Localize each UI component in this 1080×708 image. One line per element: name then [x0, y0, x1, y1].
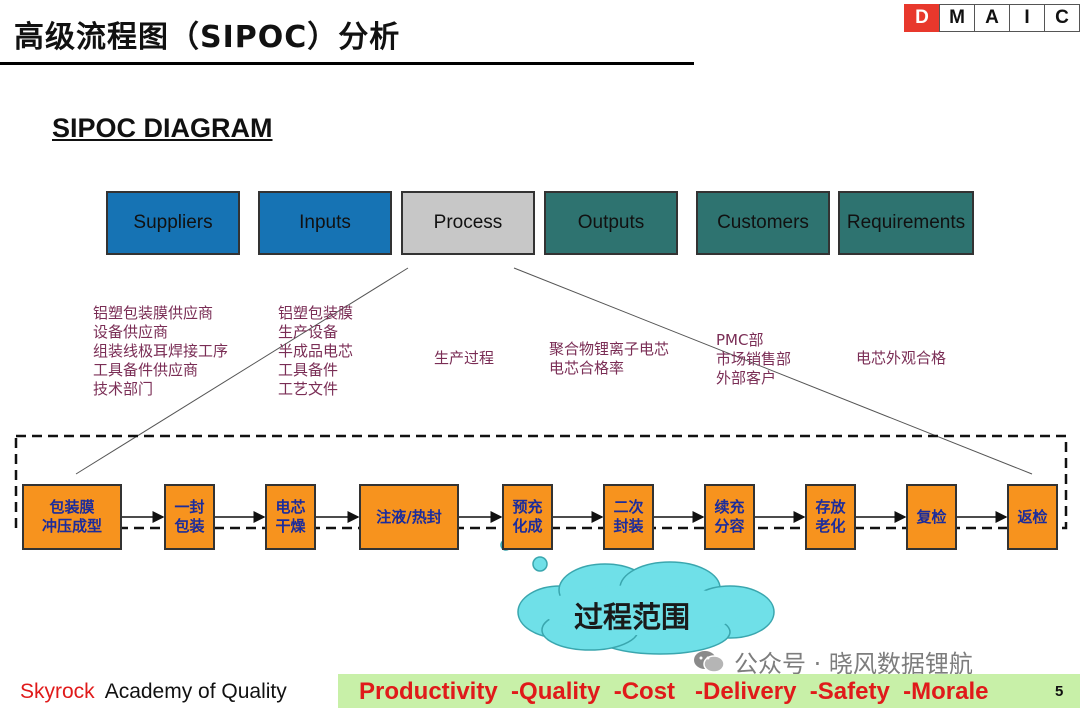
list-item: 生产过程	[434, 349, 495, 367]
process-step: 返检	[1007, 484, 1058, 550]
list-item: 聚合物锂离子电芯	[549, 340, 670, 358]
list-item: 市场销售部	[716, 350, 792, 368]
process-step: 电芯干燥	[265, 484, 316, 550]
header-requirements: Requirements	[838, 191, 974, 255]
process-step: 预充化成	[502, 484, 553, 550]
inputs-list: 铝塑包装膜 生产设备 半成品电芯 工具备件 工艺文件	[278, 304, 353, 399]
watermark-text: 公众号 · 晓风数据锂航	[734, 650, 973, 678]
header-process: Process	[401, 191, 535, 255]
list-item: 铝塑包装膜供应商	[93, 304, 214, 322]
page-title: 高级流程图（SIPOC）分析	[14, 20, 401, 55]
step-line-2: 分容	[714, 517, 745, 535]
process-zoom-line-left	[75, 267, 409, 475]
step-line-1: 复检	[916, 507, 947, 526]
process-step: 复检	[906, 484, 957, 550]
header-outputs: Outputs	[544, 191, 678, 255]
list-item: 电芯合格率	[549, 359, 625, 377]
page-number: 5	[1055, 683, 1064, 700]
step-line-1: 预充	[512, 498, 543, 516]
footer-bar	[338, 674, 1080, 708]
footer-brand: Skyrock Academy of Quality	[20, 680, 287, 704]
step-line-1: 包装膜	[49, 498, 95, 516]
process-step: 存放老化	[805, 484, 856, 550]
header-suppliers: Suppliers	[106, 191, 240, 255]
customers-list: PMC部 市场销售部 外部客户	[716, 331, 791, 388]
step-line-1: 续充	[714, 498, 745, 516]
list-item: 组装线极耳焊接工序	[93, 342, 229, 360]
step-line-1: 存放	[815, 498, 846, 516]
step-line-2: 化成	[512, 517, 543, 535]
list-item: PMC部	[716, 331, 764, 349]
dmaic-indicator: D M A I C	[904, 4, 1080, 32]
list-item: 工艺文件	[278, 380, 339, 398]
list-item: 设备供应商	[93, 323, 169, 341]
step-line-2: 老化	[815, 517, 846, 535]
step-line-1: 一封	[174, 498, 205, 516]
dmaic-c: C	[1044, 4, 1080, 32]
list-item: 工具备件供应商	[93, 361, 199, 379]
step-line-1: 二次	[613, 498, 644, 516]
header-customers: Customers	[696, 191, 830, 255]
list-item: 生产设备	[278, 323, 339, 341]
diagram-subtitle: SIPOC DIAGRAM	[52, 113, 273, 143]
list-item: 半成品电芯	[278, 342, 354, 360]
process-step: 注液/热封	[359, 484, 459, 550]
list-item: 技术部门	[93, 380, 154, 398]
academy-name: Academy of Quality	[104, 680, 287, 703]
process-zoom-line-right	[513, 267, 1033, 475]
step-line-2: 冲压成型	[41, 517, 102, 535]
brand-name: Skyrock	[20, 680, 95, 703]
process-step: 续充分容	[704, 484, 755, 550]
process-list: 生产过程	[434, 349, 494, 368]
title-underline	[0, 62, 694, 65]
outputs-list: 聚合物锂离子电芯 电芯合格率	[549, 340, 669, 378]
cloud-core	[542, 585, 742, 635]
footer-tagline: Productivity -Quality -Cost -Delivery -S…	[359, 678, 989, 705]
watermark: 公众号 · 晓风数据锂航	[692, 644, 973, 679]
list-item: 外部客户	[716, 369, 777, 387]
cloud-label: 过程范围	[574, 600, 691, 634]
list-item: 铝塑包装膜	[278, 304, 354, 322]
requirements-list: 电芯外观合格	[856, 349, 946, 368]
list-item: 电芯外观合格	[856, 349, 947, 367]
step-line-1: 返检	[1017, 507, 1048, 526]
step-line-2: 封装	[613, 517, 644, 535]
process-step: 二次封装	[603, 484, 654, 550]
cloud-bubble	[532, 556, 548, 572]
process-step: 包装膜冲压成型	[22, 484, 122, 550]
wechat-icon	[694, 650, 725, 673]
step-line-1: 注液/热封	[376, 507, 442, 526]
dmaic-d: D	[904, 4, 940, 32]
suppliers-list: 铝塑包装膜供应商 设备供应商 组装线极耳焊接工序 工具备件供应商 技术部门	[93, 304, 228, 399]
step-line-1: 电芯	[275, 498, 306, 516]
process-step: 一封包装	[164, 484, 215, 550]
dmaic-a: A	[974, 4, 1010, 32]
header-inputs: Inputs	[258, 191, 392, 255]
step-line-2: 干燥	[275, 517, 306, 535]
step-line-2: 包装	[174, 517, 205, 535]
list-item: 工具备件	[278, 361, 339, 379]
